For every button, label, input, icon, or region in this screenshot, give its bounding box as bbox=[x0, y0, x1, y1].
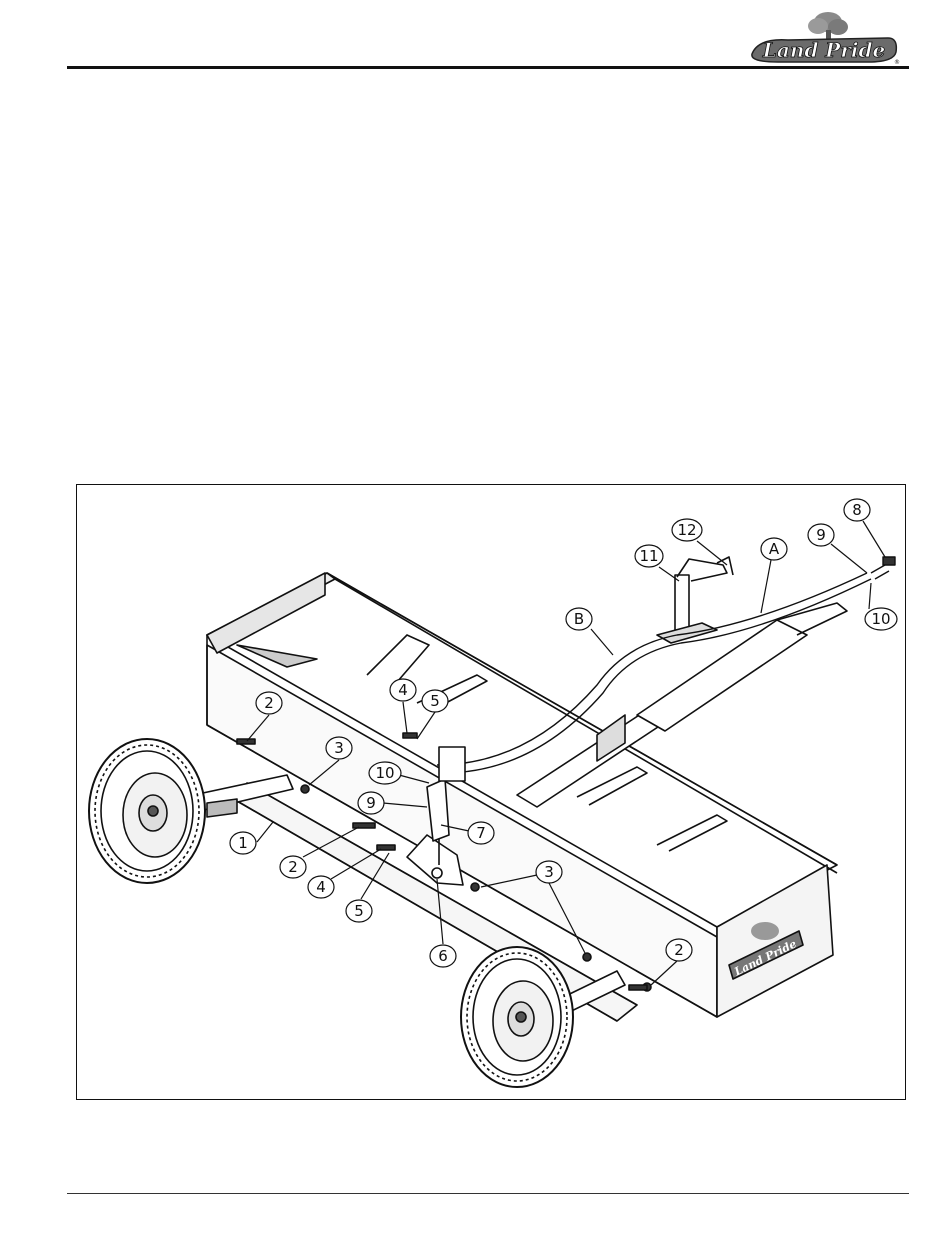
callout-label: 3 bbox=[544, 863, 554, 881]
right-wheel bbox=[461, 947, 573, 1087]
callout-label: 11 bbox=[639, 547, 658, 565]
parts-illustration: Land Pride 1 2 3 4 5 1 bbox=[76, 484, 906, 1100]
callout-label: 9 bbox=[816, 526, 826, 544]
tongue bbox=[517, 557, 847, 807]
callout-label: 9 bbox=[366, 794, 376, 812]
svg-text:®: ® bbox=[894, 59, 900, 66]
callout-label: 4 bbox=[398, 681, 408, 699]
callout-label: 5 bbox=[430, 692, 440, 710]
callout-label: 4 bbox=[316, 878, 326, 896]
callout-label: 1 bbox=[238, 834, 248, 852]
callout-label: B bbox=[574, 610, 584, 628]
callout-label: 2 bbox=[264, 694, 274, 712]
callout-label: 10 bbox=[375, 764, 394, 782]
header-rule bbox=[67, 66, 909, 69]
callout-label: 2 bbox=[674, 941, 684, 959]
left-wheel bbox=[89, 739, 205, 883]
footer-rule bbox=[67, 1193, 909, 1194]
callout-label: 6 bbox=[438, 947, 448, 965]
callout-label: 10 bbox=[871, 610, 890, 628]
callout-label: 5 bbox=[354, 902, 364, 920]
brand-logo: Land Pride ® bbox=[748, 8, 900, 66]
callout-label: 2 bbox=[288, 858, 298, 876]
callout-label: 3 bbox=[334, 739, 344, 757]
callout-label: 7 bbox=[476, 824, 486, 842]
logo-text: Land Pride bbox=[762, 38, 885, 62]
callout-label: 8 bbox=[852, 501, 862, 519]
callout-label: A bbox=[769, 540, 780, 558]
callout-label: 12 bbox=[677, 521, 696, 539]
